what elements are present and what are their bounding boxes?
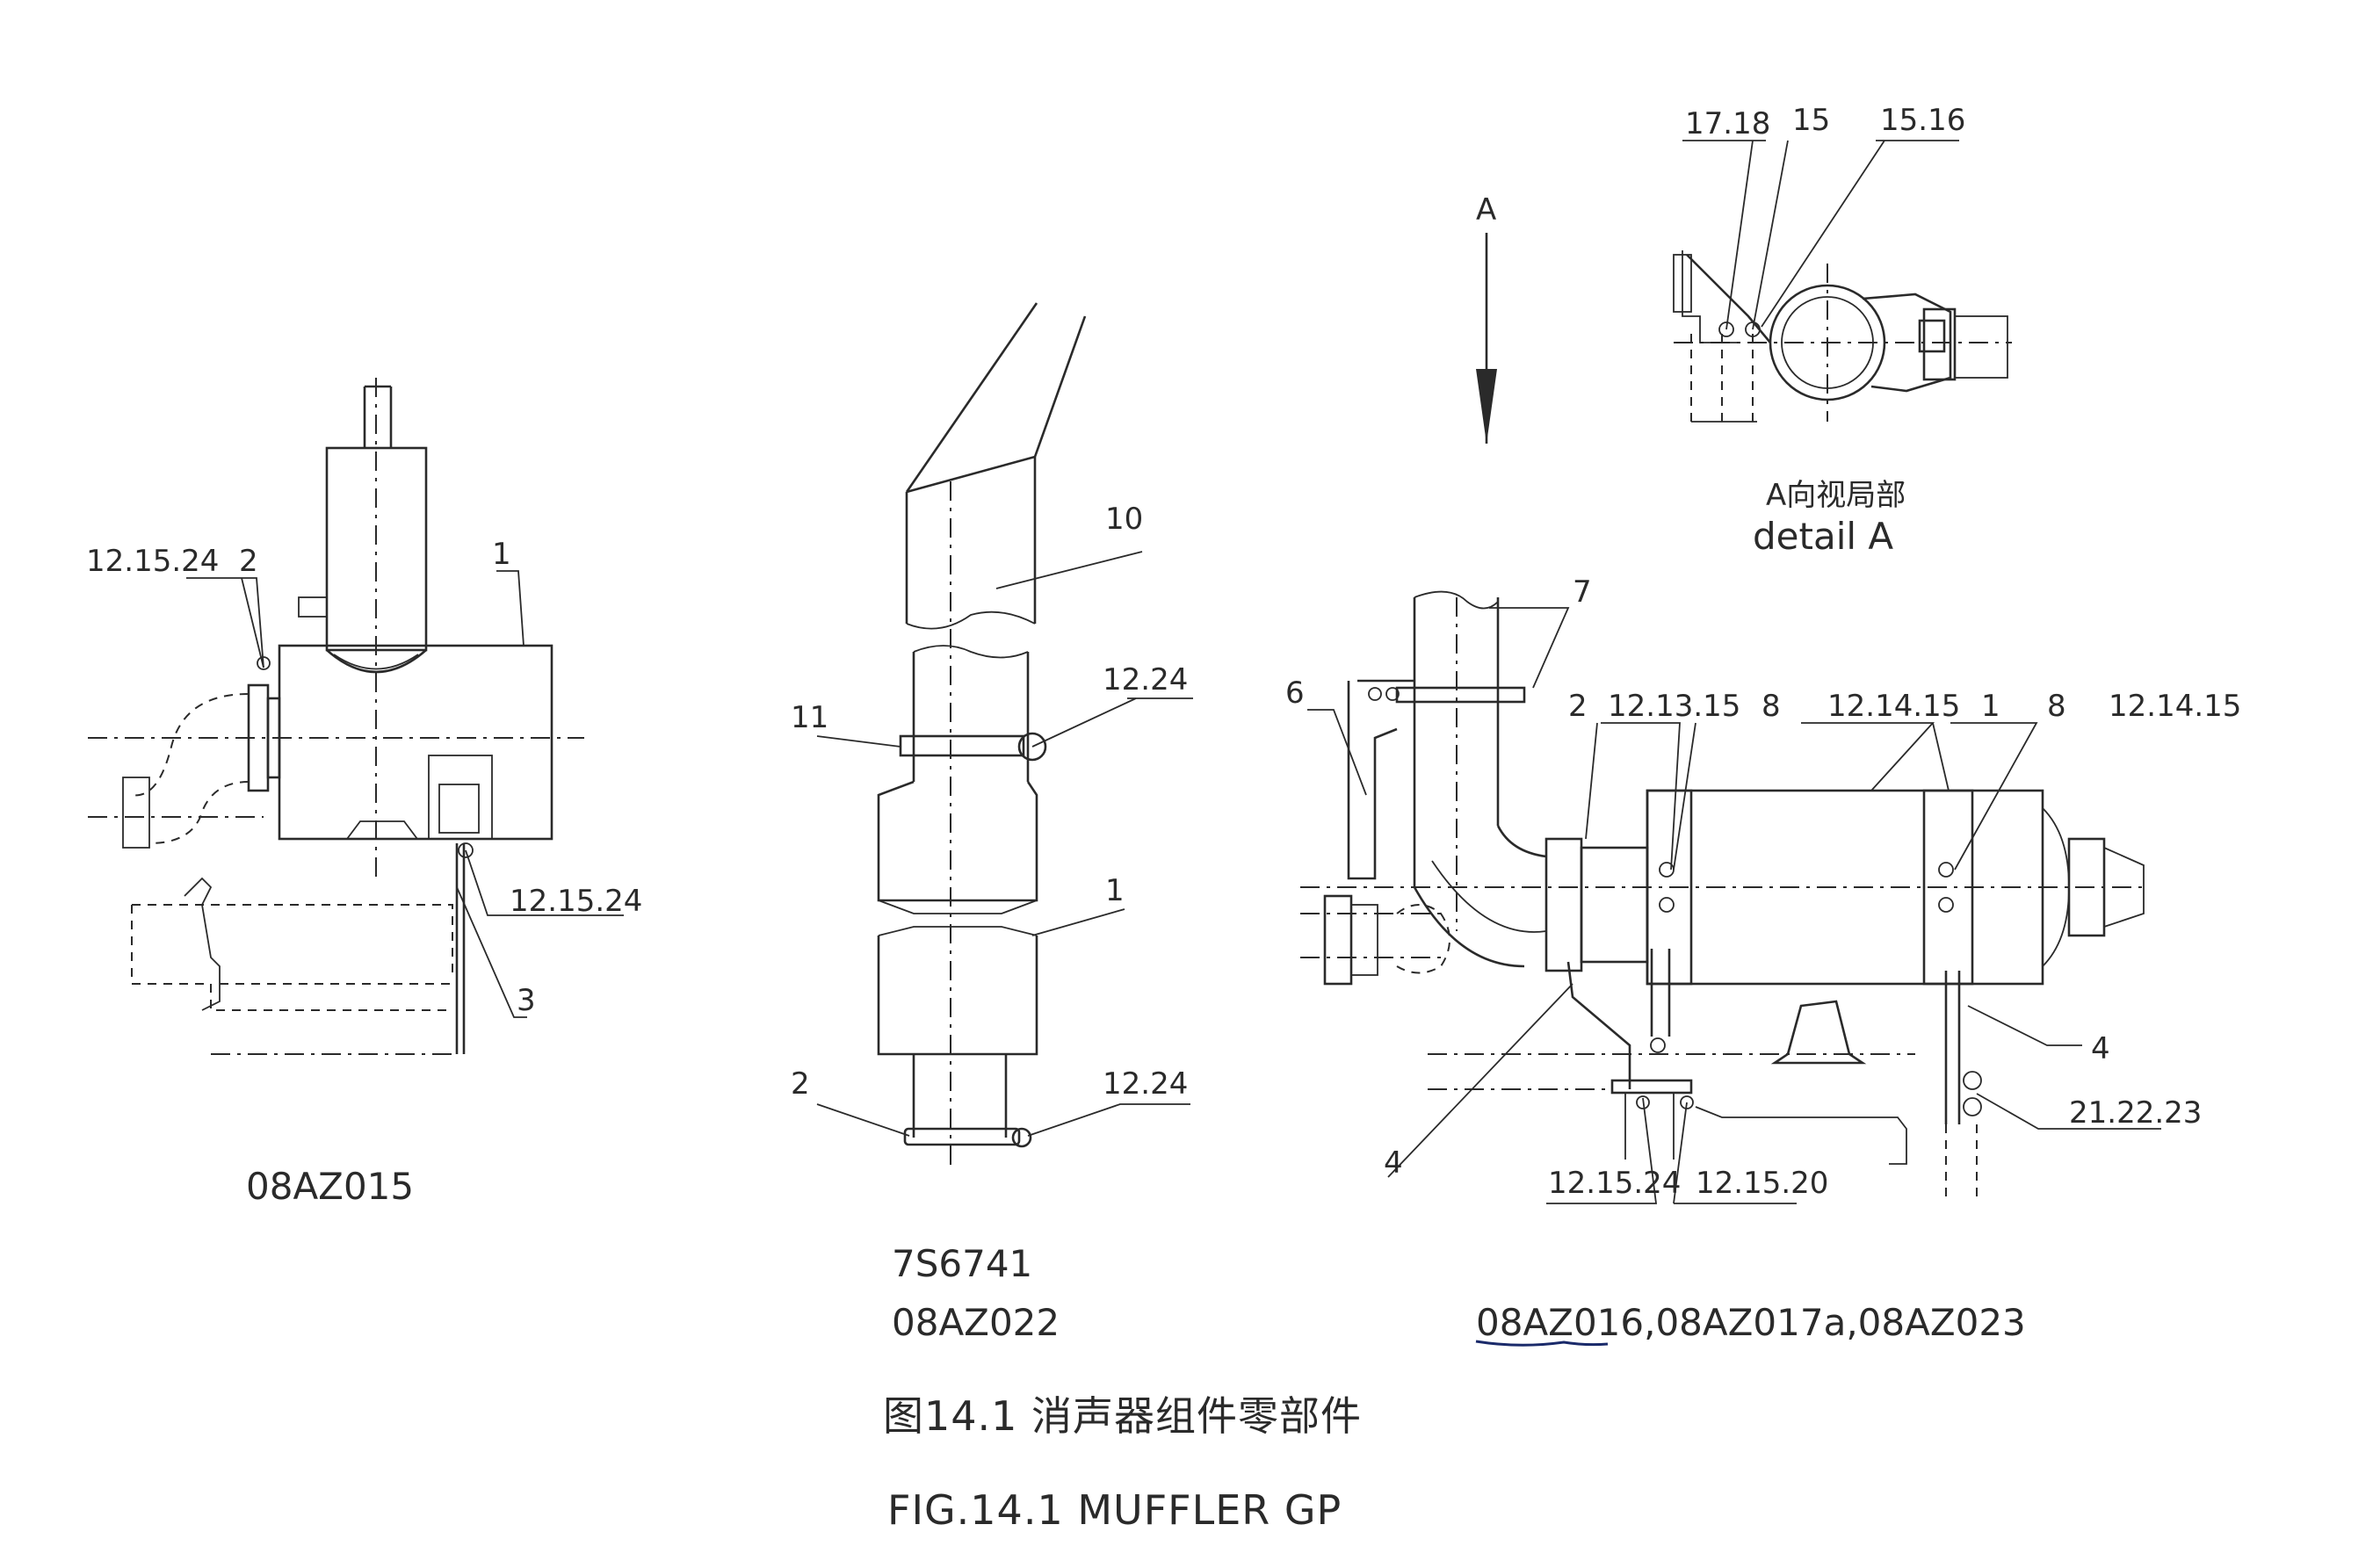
right-view-codes: 08AZ016,08AZ017a,08AZ023 (1476, 1301, 2026, 1344)
callout-1-left: 1 (492, 537, 511, 572)
figure-title-en: FIG.14.1 MUFFLER GP (887, 1486, 1342, 1534)
callout-12-15-24-left: 12.15.24 (86, 544, 219, 579)
middle-view-code-1: 7S6741 (892, 1242, 1032, 1285)
callout-2-middle: 2 (791, 1066, 810, 1102)
callout-17-18: 17.18 (1685, 106, 1770, 141)
callout-2-right: 2 (1568, 689, 1588, 724)
callout-8-left: 8 (1761, 689, 1781, 724)
callout-12-15-24-right: 12.15.24 (1548, 1166, 1681, 1201)
callout-6: 6 (1285, 676, 1305, 711)
callout-4-right: 4 (2091, 1031, 2110, 1066)
callout-12-13-15: 12.13.15 (1608, 689, 1740, 724)
middle-view-code-2: 08AZ022 (892, 1301, 1060, 1344)
callout-1-right: 1 (1981, 689, 2000, 724)
view-direction-a: A (1476, 192, 1496, 228)
callout-10: 10 (1105, 502, 1143, 537)
right-view-08AZ016 (1300, 590, 2161, 1204)
callout-12-15-20: 12.15.20 (1696, 1166, 1828, 1201)
callout-15-16: 15.16 (1880, 103, 1965, 138)
callout-12-14-15-left: 12.14.15 (1827, 689, 1960, 724)
callout-1-middle: 1 (1105, 873, 1125, 908)
callout-7: 7 (1573, 574, 1592, 610)
callout-15: 15 (1792, 103, 1830, 138)
callout-12-15-24-left-bottom: 12.15.24 (510, 884, 642, 919)
callout-11: 11 (791, 700, 828, 735)
detail-a-title-cn: A向视局部 (1766, 478, 1906, 513)
callout-12-24-bottom: 12.24 (1103, 1066, 1188, 1102)
left-view-code: 08AZ015 (246, 1165, 414, 1208)
callout-labels: 12.15.24 2 1 12.15.24 3 10 11 12.24 1 2 … (86, 103, 2241, 1201)
callout-12-14-15-right: 12.14.15 (2109, 689, 2241, 724)
caption-underline (1475, 1340, 1609, 1347)
middle-view-08AZ022 (816, 302, 1193, 1168)
callout-21-22-23: 21.22.23 (2069, 1095, 2202, 1131)
detail-a-view (1476, 140, 2012, 444)
detail-a-title-en: detail A (1753, 515, 1893, 558)
figure-title-cn: 图14.1 消声器组件零部件 (883, 1392, 1362, 1440)
callout-12-24-top: 12.24 (1103, 662, 1188, 697)
left-view-08AZ015 (88, 378, 624, 1055)
callout-8-right: 8 (2047, 689, 2066, 724)
callout-3: 3 (517, 983, 536, 1018)
callout-4-left: 4 (1384, 1145, 1403, 1181)
view-arrow-icon (1476, 369, 1497, 444)
callout-2-left: 2 (239, 544, 258, 579)
captions: 08AZ015 7S6741 08AZ022 08AZ016,08AZ017a,… (246, 1165, 2026, 1534)
